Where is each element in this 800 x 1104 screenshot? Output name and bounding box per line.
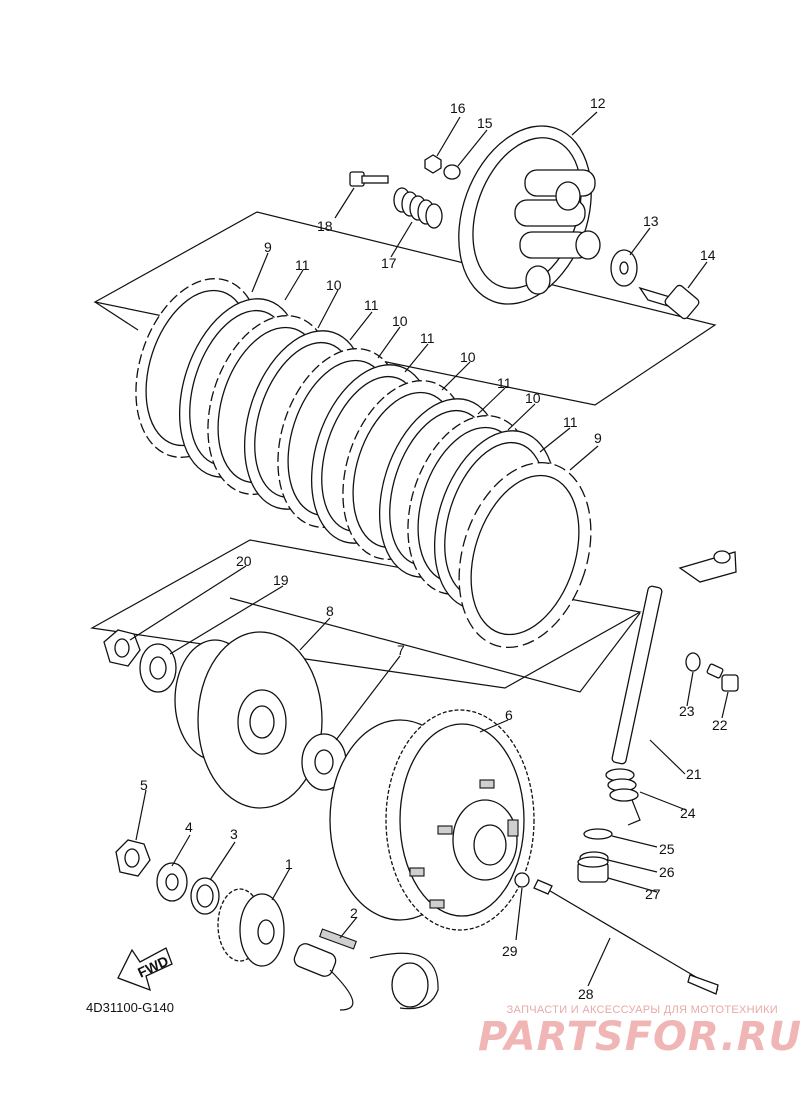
callout-28: 28 [578, 986, 594, 1002]
clutch-plates [135, 278, 592, 649]
callout-11-b: 11 [364, 297, 379, 313]
push-lever-shaft-21 [611, 550, 737, 765]
clutch-spring-17 [393, 187, 443, 229]
callout-14: 14 [700, 247, 716, 263]
callout-27: 27 [645, 886, 661, 902]
callout-7: 7 [397, 642, 405, 658]
callout-9-bottom: 9 [594, 430, 602, 446]
nut-16 [424, 154, 442, 174]
callout-12: 12 [590, 95, 606, 111]
callout-11-c: 11 [420, 330, 435, 346]
callout-11-e: 11 [563, 414, 578, 430]
return-spring-24 [605, 768, 641, 826]
callout-8: 8 [326, 603, 334, 619]
callout-22: 22 [712, 717, 728, 733]
washer-15 [443, 164, 461, 180]
callout-29: 29 [502, 943, 518, 959]
key-2 [319, 928, 357, 950]
callout-21: 21 [686, 766, 702, 782]
callout-18: 18 [317, 218, 333, 234]
clutch-boss-8 [174, 631, 323, 809]
callout-20: 20 [236, 553, 252, 569]
bolt-22 [706, 663, 739, 692]
callout-17: 17 [381, 255, 397, 271]
callout-10-c: 10 [460, 349, 476, 365]
callout-6: 6 [505, 707, 513, 723]
callout-9-top: 9 [264, 239, 272, 255]
watermark-brand: PARTSFOR.RU [478, 1014, 800, 1060]
push-rod-14 [638, 284, 700, 320]
clutch-housing-6 [329, 709, 535, 931]
forward-arrow-icon: FWD [117, 947, 173, 992]
callout-10-b: 10 [392, 313, 408, 329]
watermark-tagline: ЗАПЧАСТИ И АКСЕССУАРЫ ДЛЯ МОТОТЕХНИКИ [506, 1004, 778, 1016]
callout-15: 15 [477, 115, 493, 131]
diagram-code: 4D31100-G140 [86, 1000, 174, 1015]
fwd-label: FWD [135, 953, 171, 981]
callout-5: 5 [140, 777, 148, 793]
callout-16: 16 [450, 100, 466, 116]
plate-group-outline [93, 211, 717, 406]
callout-11-d: 11 [497, 375, 512, 391]
push-rod-28 [533, 879, 719, 995]
callout-24: 24 [680, 805, 696, 821]
bushing-27 [577, 856, 609, 883]
callout-2: 2 [350, 905, 358, 921]
callout-leaders [129, 111, 729, 987]
washer-25 [583, 828, 613, 840]
hub-group-outline [90, 539, 642, 689]
callout-3: 3 [230, 826, 238, 842]
callout-23: 23 [679, 703, 695, 719]
callout-10-d: 10 [525, 390, 541, 406]
callout-11-a: 11 [295, 257, 310, 273]
steel-ball-29 [514, 872, 530, 888]
primary-drive-gear-1 [217, 888, 285, 967]
bolt-18 [349, 171, 389, 187]
callout-13: 13 [643, 213, 659, 229]
callout-26: 26 [659, 864, 675, 880]
washer-23 [685, 652, 701, 672]
callout-19: 19 [273, 572, 289, 588]
plate-group-outline-lower [229, 597, 641, 693]
pressure-plate [458, 125, 601, 305]
callout-1: 1 [285, 856, 293, 872]
crankshaft-end [293, 943, 439, 1011]
watermark: ЗАПЧАСТИ И АКСЕССУАРЫ ДЛЯ МОТОТЕХНИКИ PA… [478, 1004, 800, 1060]
callout-labels: 1 2 3 4 5 6 7 8 9 9 10 10 10 10 11 11 11… [140, 95, 728, 1002]
callout-25: 25 [659, 841, 675, 857]
callout-10-a: 10 [326, 277, 342, 293]
callout-4: 4 [185, 819, 193, 835]
